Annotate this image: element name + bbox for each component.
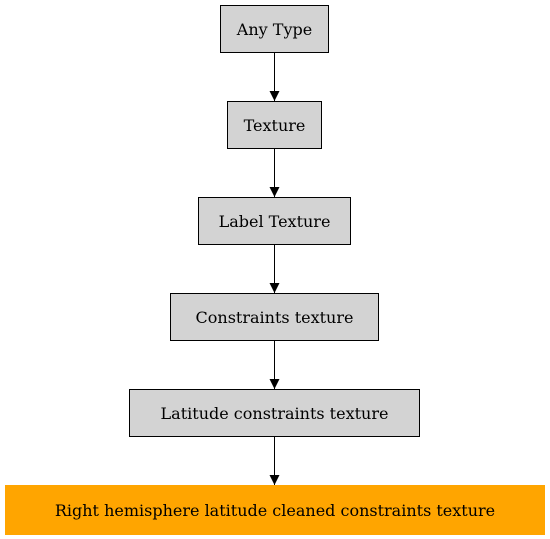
node-label: Texture: [243, 115, 306, 135]
node-constraints-texture[interactable]: Constraints texture: [170, 293, 379, 341]
node-label: Constraints texture: [195, 307, 354, 327]
node-label: Latitude constraints texture: [160, 403, 389, 423]
node-right-hemisphere-latitude-cleaned-constraints-texture[interactable]: Right hemisphere latitude cleaned constr…: [5, 485, 545, 535]
node-texture[interactable]: Texture: [227, 101, 322, 149]
node-label: Any Type: [236, 19, 313, 39]
node-any-type[interactable]: Any Type: [220, 5, 329, 53]
node-label: Right hemisphere latitude cleaned constr…: [54, 500, 496, 520]
node-label-texture[interactable]: Label Texture: [198, 197, 351, 245]
node-latitude-constraints-texture[interactable]: Latitude constraints texture: [129, 389, 420, 437]
node-label: Label Texture: [218, 211, 331, 231]
